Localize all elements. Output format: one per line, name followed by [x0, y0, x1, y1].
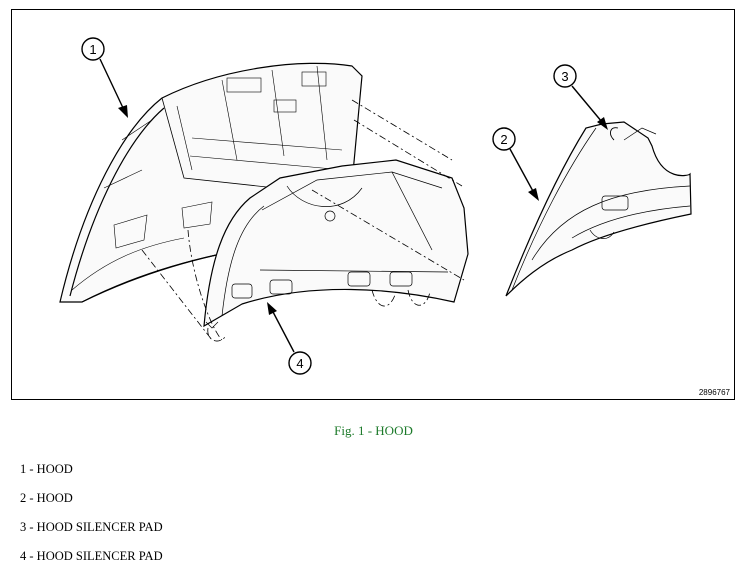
callout-2: 2: [492, 127, 539, 201]
svg-text:1: 1: [89, 42, 96, 57]
legend-item-1: 1 - HOOD: [20, 462, 73, 476]
alignment-lines: [141, 99, 465, 342]
callout-3: 3: [553, 64, 608, 130]
legend-item-2: 2 - HOOD: [20, 491, 73, 505]
hood-detail-outline: [505, 121, 692, 297]
legend-item-4: 4 - HOOD SILENCER PAD: [20, 549, 163, 563]
svg-text:2: 2: [500, 132, 507, 147]
hood-illustration: 1 2 3 4: [59, 37, 692, 375]
figure-caption: Fig. 1 - HOOD: [334, 423, 413, 438]
legend-item-3: 3 - HOOD SILENCER PAD: [20, 520, 163, 534]
callout-1: 1: [81, 37, 128, 118]
callout-4: 4: [267, 302, 312, 375]
parts-legend: 1 - HOOD 2 - HOOD 3 - HOOD SILENCER PAD …: [20, 459, 163, 575]
figure-id-code: 2896767: [698, 388, 730, 397]
svg-text:3: 3: [561, 69, 568, 84]
svg-text:4: 4: [296, 356, 303, 371]
figure-frame: 1 2 3 4 2896767: [11, 9, 735, 400]
silencer-pad-outline: [203, 159, 469, 329]
